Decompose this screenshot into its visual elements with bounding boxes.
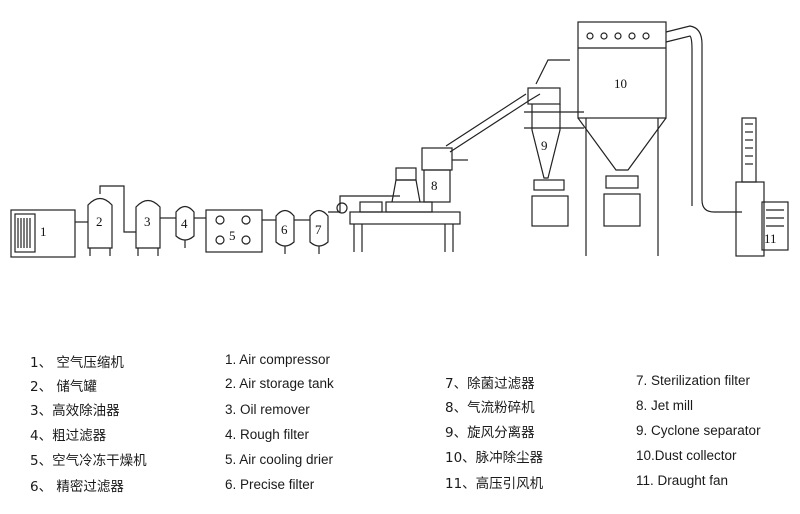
legend-en-2: 2. Air storage tank: [225, 376, 334, 391]
dust-collector: [577, 21, 742, 256]
label-2: 2: [96, 214, 103, 229]
legend-cn-3: 3、高效除油器: [30, 403, 120, 419]
legend-en-9: 9. Cyclone separator: [636, 423, 761, 438]
legend-en-5: 5. Air cooling drier: [225, 452, 334, 467]
label-8: 8: [431, 178, 438, 193]
label-1: 1: [40, 224, 47, 239]
label-7: 7: [315, 222, 322, 237]
air-cooling-drier: [205, 209, 276, 253]
legend-en-4: 4. Rough filter: [225, 427, 310, 442]
legend-cn-9: 9、旋风分离器: [445, 425, 535, 441]
legend-en-6: 6. Precise filter: [225, 477, 315, 492]
label-3: 3: [144, 214, 151, 229]
legend-cn-4: 4、粗过滤器: [30, 428, 107, 444]
cyclone-separator: [524, 59, 584, 227]
legend-cn-6: 6、 精密过滤器: [30, 479, 124, 495]
label-4: 4: [181, 216, 188, 231]
legend-cn-8: 8、气流粉碎机: [445, 400, 535, 416]
label-10: 10: [614, 76, 627, 91]
label-6: 6: [281, 222, 288, 237]
legend-en-7: 7. Sterilization filter: [636, 373, 751, 388]
legend-cn-2: 2、 储气罐: [30, 379, 97, 395]
legend-cn-11: 11、高压引风机: [445, 476, 544, 492]
legend-en-8: 8. Jet mill: [636, 398, 694, 413]
draught-fan: [735, 117, 789, 257]
legend-en-3: 3. Oil remover: [225, 402, 310, 417]
rough-filter: [175, 205, 206, 248]
legend-en-10: 10.Dust collector: [636, 448, 737, 463]
precise-filter: [275, 209, 310, 254]
label-9: 9: [541, 138, 548, 153]
air-storage-tank: [87, 185, 136, 256]
legend-cn-1: 1、 空气压缩机: [30, 355, 124, 371]
legend-en-11: 11. Draught fan: [636, 473, 729, 488]
air-compressor: [10, 209, 88, 258]
jet-mill: [336, 147, 468, 252]
oil-remover: [135, 199, 176, 256]
process-flow-diagram: 1 2 3 4 5 6 7 8 9 10 11: [10, 21, 789, 258]
label-5: 5: [229, 228, 236, 243]
legend-cn-7: 7、除菌过滤器: [445, 376, 535, 392]
label-11: 11: [764, 231, 777, 246]
legend-en-1: 1. Air compressor: [225, 352, 331, 367]
legend-cn-10: 10、脉冲除尘器: [445, 450, 544, 466]
legend-cn-5: 5、空气冷冻干燥机: [30, 453, 147, 469]
